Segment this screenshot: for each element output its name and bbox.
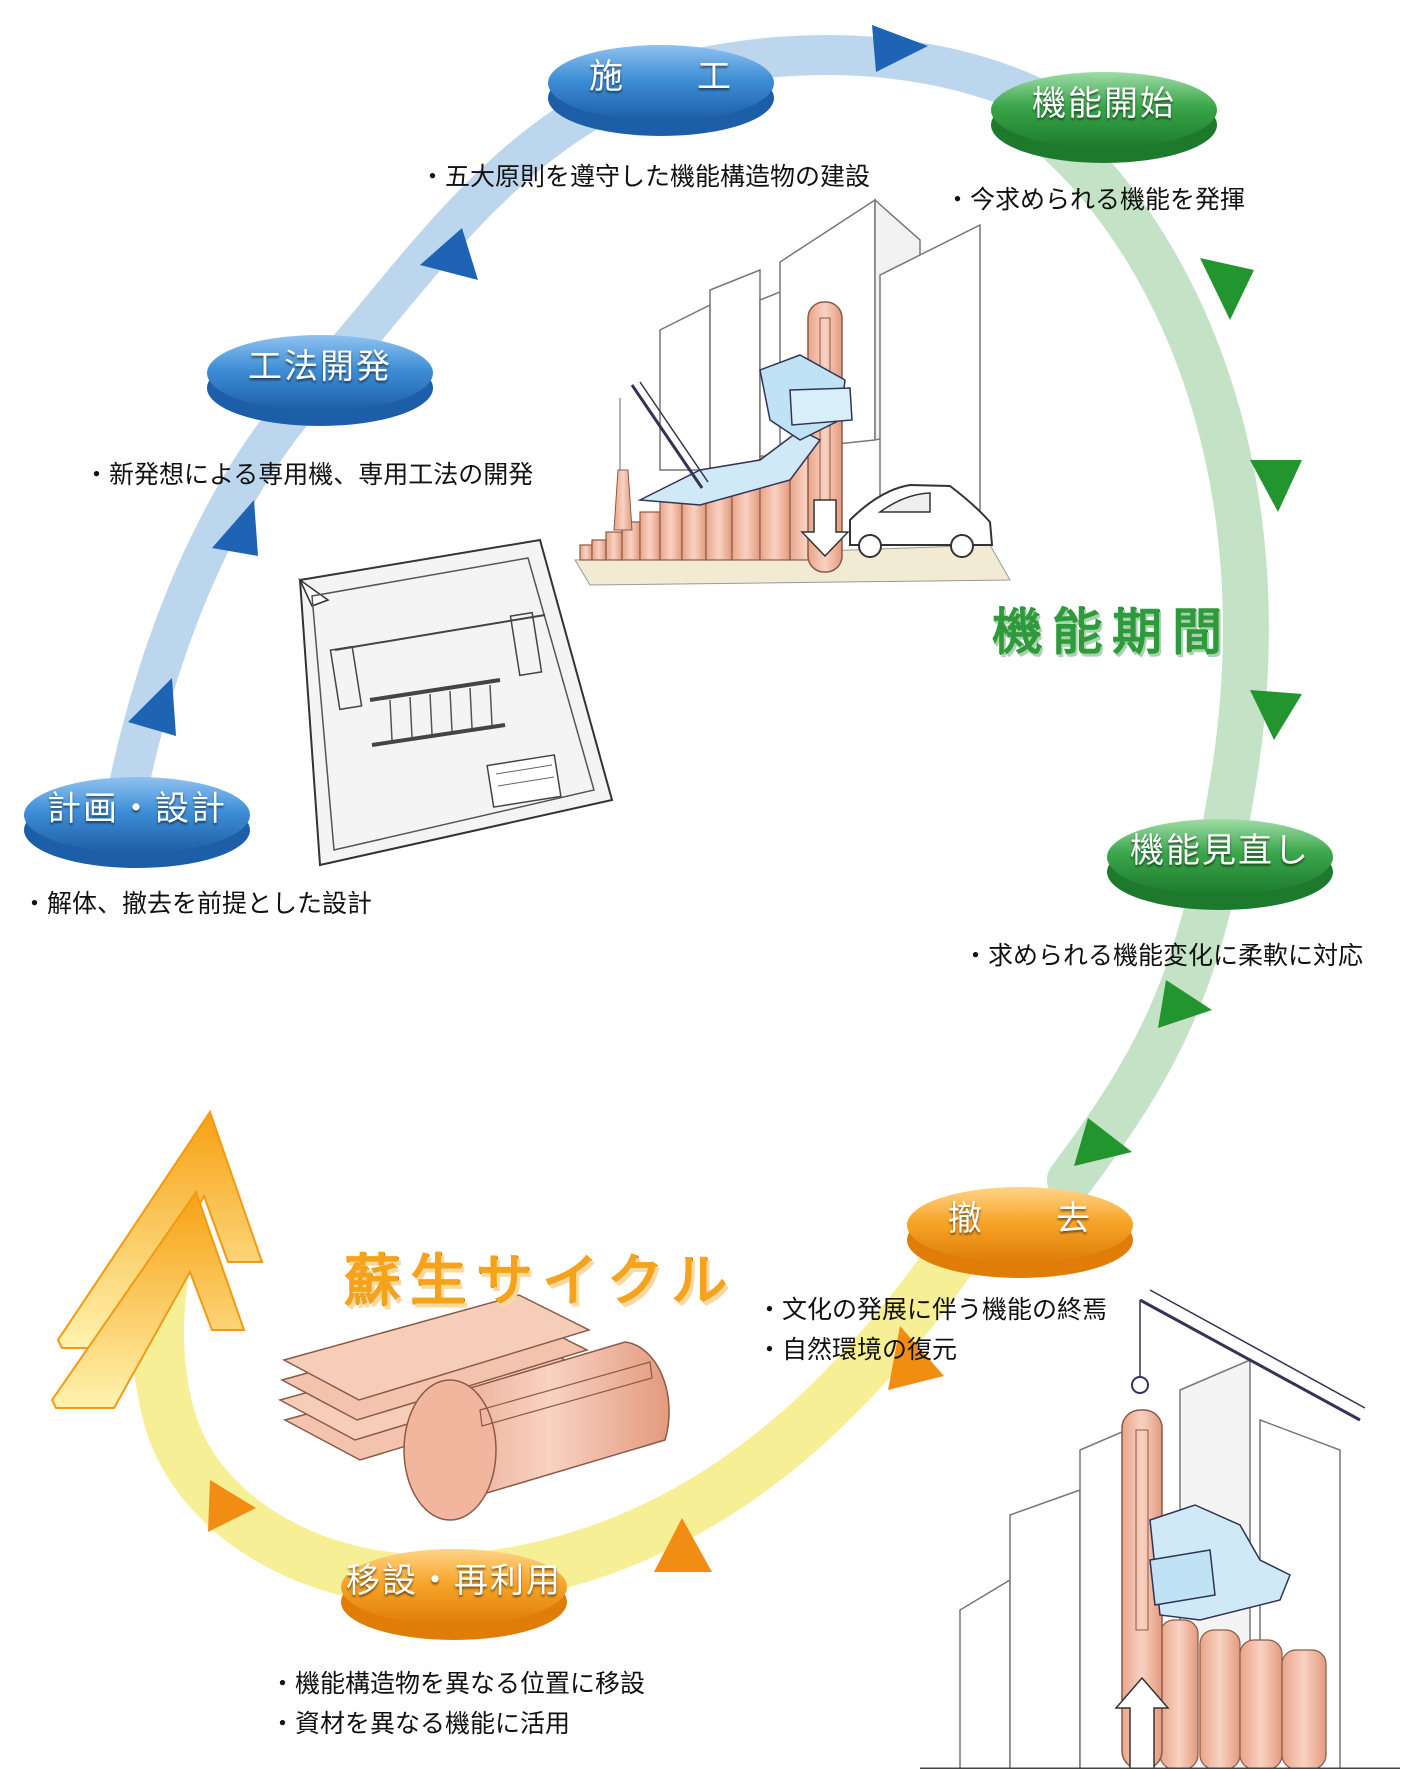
flow-arrow-orange-1	[888, 1326, 944, 1390]
node-review: 機能見直し	[1107, 809, 1333, 901]
disc-construct	[548, 45, 774, 136]
flow-arrow-blue-1	[128, 678, 176, 736]
node-reuse-label: 移設・再利用	[346, 1561, 562, 1601]
method-desc-line-1: ・新発想による専用機、専用工法の開発	[84, 460, 534, 489]
remove-desc-line-1: ・文化の発展に伴う機能の終焉	[757, 1295, 1108, 1324]
reuse-desc-line-2: ・資材を異なる機能に活用	[270, 1709, 571, 1738]
disc-review	[1107, 819, 1333, 910]
disc-plan	[24, 777, 250, 868]
flow-arrow-green-1	[1200, 258, 1254, 320]
green-cycle-band	[1017, 102, 1269, 1203]
blue-cycle-band	[110, 35, 1050, 800]
flow-arrow-green-2	[1250, 460, 1302, 512]
revival-chevron-arrows	[50, 1109, 264, 1409]
car-illustration	[849, 483, 994, 558]
node-start: 機能開始	[991, 62, 1217, 154]
flow-arrow-blue-2	[212, 500, 258, 556]
disc-remove	[907, 1187, 1133, 1278]
review-description: ・求められる機能変化に柔軟に対応	[963, 936, 1363, 976]
flow-arrow-green-5	[1074, 1118, 1132, 1166]
construct-description: ・五大原則を遵守した機能構造物の建設	[420, 157, 870, 197]
flow-arrow-blue-3	[420, 228, 478, 280]
plan-desc-line-1: ・解体、撤去を前提とした設計	[22, 889, 373, 918]
construction-scene-illustration	[574, 198, 1011, 586]
node-remove-label: 撤 去	[948, 1199, 1092, 1239]
node-construct-label: 施 工	[589, 57, 733, 97]
remove-desc-line-2: ・自然環境の復元	[757, 1335, 958, 1364]
disc-reuse	[341, 1549, 567, 1640]
disc-method	[207, 335, 433, 426]
flow-arrow-green-3	[1250, 690, 1302, 740]
node-plan-label: 計画・設計	[47, 789, 227, 829]
disc-start	[991, 72, 1217, 163]
start-desc-line-1: ・今求められる機能を発揮	[945, 185, 1246, 214]
revival-cycle-title: 蘇生サイクル	[344, 1249, 738, 1314]
design-blueprint-illustration	[298, 538, 614, 867]
node-method: 工法開発	[207, 325, 433, 417]
node-review-label: 機能見直し	[1130, 831, 1310, 871]
node-start-label: 機能開始	[1032, 84, 1176, 124]
flow-arrow-green-4	[1158, 980, 1212, 1028]
node-method-label: 工法開発	[248, 347, 392, 387]
node-plan: 計画・設計	[24, 767, 250, 859]
remove-description: ・文化の発展に伴う機能の終焉 ・自然環境の復元	[757, 1290, 1107, 1370]
reuse-desc-line-1: ・機能構造物を異なる位置に移設	[270, 1669, 646, 1698]
flow-arrow-orange-3	[208, 1480, 256, 1532]
method-description: ・新発想による専用機、専用工法の開発	[84, 455, 533, 495]
construct-desc-line-1: ・五大原則を遵守した機能構造物の建設	[420, 162, 871, 191]
extraction-scene-illustration	[920, 1289, 1400, 1769]
recycled-piles-illustration	[277, 1294, 670, 1521]
reuse-description: ・機能構造物を異なる位置に移設 ・資材を異なる機能に活用	[270, 1664, 645, 1744]
function-period-title: 機能期間	[992, 603, 1232, 661]
flow-arrow-blue-4	[872, 25, 928, 72]
flow-arrow-orange-2	[654, 1518, 712, 1572]
node-reuse: 移設・再利用	[341, 1539, 567, 1631]
node-remove: 撤 去	[907, 1177, 1133, 1269]
start-description: ・今求められる機能を発揮	[945, 180, 1245, 220]
review-desc-line-1: ・求められる機能変化に柔軟に対応	[963, 941, 1364, 970]
plan-description: ・解体、撤去を前提とした設計	[22, 884, 372, 924]
node-construct: 施 工	[548, 35, 774, 127]
node-discs	[24, 45, 1333, 1640]
